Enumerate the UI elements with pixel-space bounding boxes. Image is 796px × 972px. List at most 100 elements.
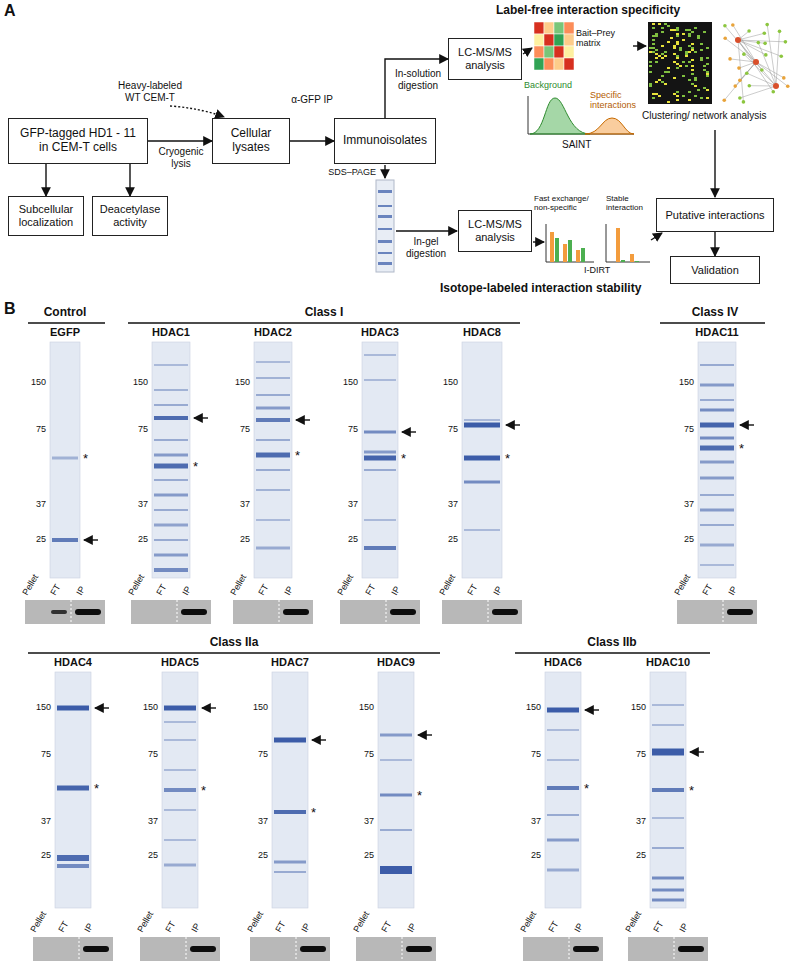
marker-size: 25 — [662, 534, 694, 544]
network-node — [742, 100, 746, 104]
cluster-cell — [661, 53, 664, 55]
cluster-cell — [694, 77, 697, 79]
cluster-cell — [664, 71, 667, 73]
gel-band — [154, 568, 188, 572]
marker-size: 150 — [218, 377, 250, 387]
flow-arrow — [633, 45, 646, 46]
network-node — [722, 99, 726, 103]
cluster-cell — [703, 69, 706, 71]
network-edge — [738, 40, 743, 102]
cluster-cell — [697, 37, 700, 39]
gel-band — [364, 431, 396, 434]
cluster-cell — [658, 79, 661, 81]
box-text: Immunoisolates — [343, 134, 427, 148]
cluster-cell — [667, 25, 670, 27]
network-node — [731, 23, 735, 27]
marker-size: 25 — [426, 534, 458, 544]
cluster-cell — [676, 27, 679, 29]
legend-note: Fast exchange/ non-specific — [534, 194, 604, 212]
western-blot — [25, 600, 105, 624]
gel-band — [464, 423, 500, 428]
gel-band — [274, 810, 306, 814]
gel-band — [652, 817, 684, 819]
cluster-cell — [691, 69, 694, 71]
connector-arrow — [714, 232, 715, 256]
bait-arrow — [418, 734, 432, 735]
marker-size: 150 — [662, 377, 694, 387]
cluster-cell — [700, 49, 703, 51]
marker-size: 75 — [19, 749, 51, 759]
cluster-cell — [691, 31, 694, 33]
heatmap-cell — [534, 46, 544, 58]
gel-band — [652, 877, 684, 880]
gel-band — [700, 409, 734, 412]
bait-arrow — [296, 419, 310, 420]
gel-band — [154, 464, 188, 469]
gel-lane — [462, 342, 502, 578]
marker-size: 37 — [342, 816, 374, 826]
cluster-cell — [676, 67, 679, 69]
gel-lane — [545, 672, 581, 908]
section-title: Isotope-labeled interaction stability — [440, 282, 720, 296]
cluster-cell — [667, 67, 670, 69]
panel-letter: A — [4, 2, 16, 20]
lane-title: HDAC3 — [335, 326, 425, 339]
cluster-cell — [685, 65, 688, 67]
gel-lane — [162, 672, 198, 908]
marker-size: 25 — [19, 850, 51, 860]
process-box: Immunoisolates — [334, 118, 436, 164]
gel-band — [378, 262, 392, 265]
marker-size: 25 — [342, 850, 374, 860]
heatmap-cell — [564, 46, 574, 58]
gel-band — [700, 384, 734, 387]
gel-band — [464, 481, 500, 484]
network-edge — [738, 33, 764, 40]
marker-size: 25 — [126, 850, 158, 860]
cluster-cell — [706, 63, 709, 65]
gel-band — [378, 215, 392, 218]
lane-title: HDAC8 — [437, 326, 527, 339]
marker-size: 25 — [116, 534, 148, 544]
gel-band — [547, 839, 579, 842]
legend-note: Background — [524, 80, 580, 90]
gel-band — [380, 734, 412, 737]
marker-size: 25 — [326, 534, 358, 544]
marker-size: 37 — [116, 499, 148, 509]
cluster-cell — [649, 61, 652, 63]
network-edge — [749, 85, 776, 86]
heatmap-cell — [534, 22, 544, 34]
annotation: In-gel digestion — [398, 236, 454, 259]
blot-ground — [131, 600, 211, 624]
western-blot — [442, 600, 522, 624]
cluster-cell — [694, 27, 697, 29]
network-image — [722, 23, 789, 104]
blot-ground — [442, 600, 522, 624]
gel-band — [164, 788, 196, 792]
cluster-cell — [664, 55, 667, 57]
gel-lane — [55, 672, 91, 908]
cluster-cell — [679, 47, 682, 49]
asterisk-mark: * — [201, 784, 213, 799]
heatmap-cell — [544, 46, 554, 58]
connector-arrow — [290, 140, 334, 141]
ratio-bar — [616, 228, 620, 262]
gel-band — [547, 814, 579, 816]
marker-size: 37 — [326, 499, 358, 509]
cluster-ground — [648, 22, 712, 104]
marker-size: 150 — [509, 702, 541, 712]
gel-band — [380, 759, 412, 761]
cluster-cell — [661, 27, 664, 29]
cluster-cell — [673, 53, 676, 55]
marker-size: 37 — [19, 816, 51, 826]
gel-band — [164, 739, 196, 741]
cluster-cell — [673, 47, 676, 49]
network-node — [784, 40, 788, 44]
lane-title: HDAC9 — [351, 656, 441, 669]
process-box: Deacetylase activity — [92, 196, 168, 236]
ratio-bar — [630, 254, 634, 262]
cluster-cell — [697, 35, 700, 37]
heatmap-cell — [544, 34, 554, 46]
lane-title: HDAC7 — [245, 656, 335, 669]
blot-band — [75, 609, 101, 615]
cluster-cell — [649, 65, 652, 67]
